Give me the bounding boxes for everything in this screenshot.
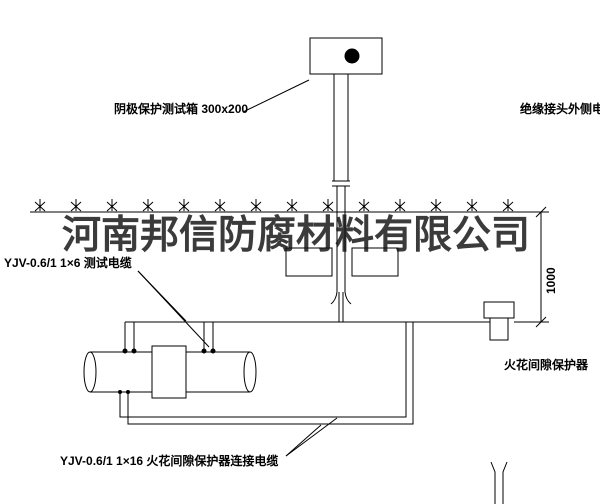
leader-lines — [137, 79, 338, 457]
test-box-label: 阴极保护测试箱 300x200 — [114, 102, 249, 116]
concrete-blocks — [285, 247, 399, 277]
joint-outer-cable-label: 绝缘接头外侧电缆 — [520, 102, 600, 116]
protector-cables — [118, 322, 414, 425]
dimension-line — [514, 206, 549, 328]
test-cables — [122, 321, 490, 354]
spark-gap-protector-label: 火花间隙保护器 — [504, 358, 589, 372]
spark-gap-protector — [483, 301, 515, 341]
ammeter-symbol: A — [349, 52, 356, 62]
riser-symbol — [490, 461, 508, 504]
insulating-joint — [151, 345, 187, 399]
dimension-1000-label: 1000 — [544, 267, 558, 294]
watermark: 河南邦信防腐材料有限公司 — [62, 214, 531, 257]
protector-cable-label: YJV-0.6/1 1×16 火花间隙保护器连接电缆 — [60, 454, 279, 468]
ground-line — [30, 198, 532, 213]
pipeline — [83, 345, 257, 399]
conduit — [330, 74, 352, 322]
test-cable-label: YJV-0.6/1 1×6 测试电缆 — [4, 256, 132, 270]
test-box: A — [309, 37, 383, 75]
